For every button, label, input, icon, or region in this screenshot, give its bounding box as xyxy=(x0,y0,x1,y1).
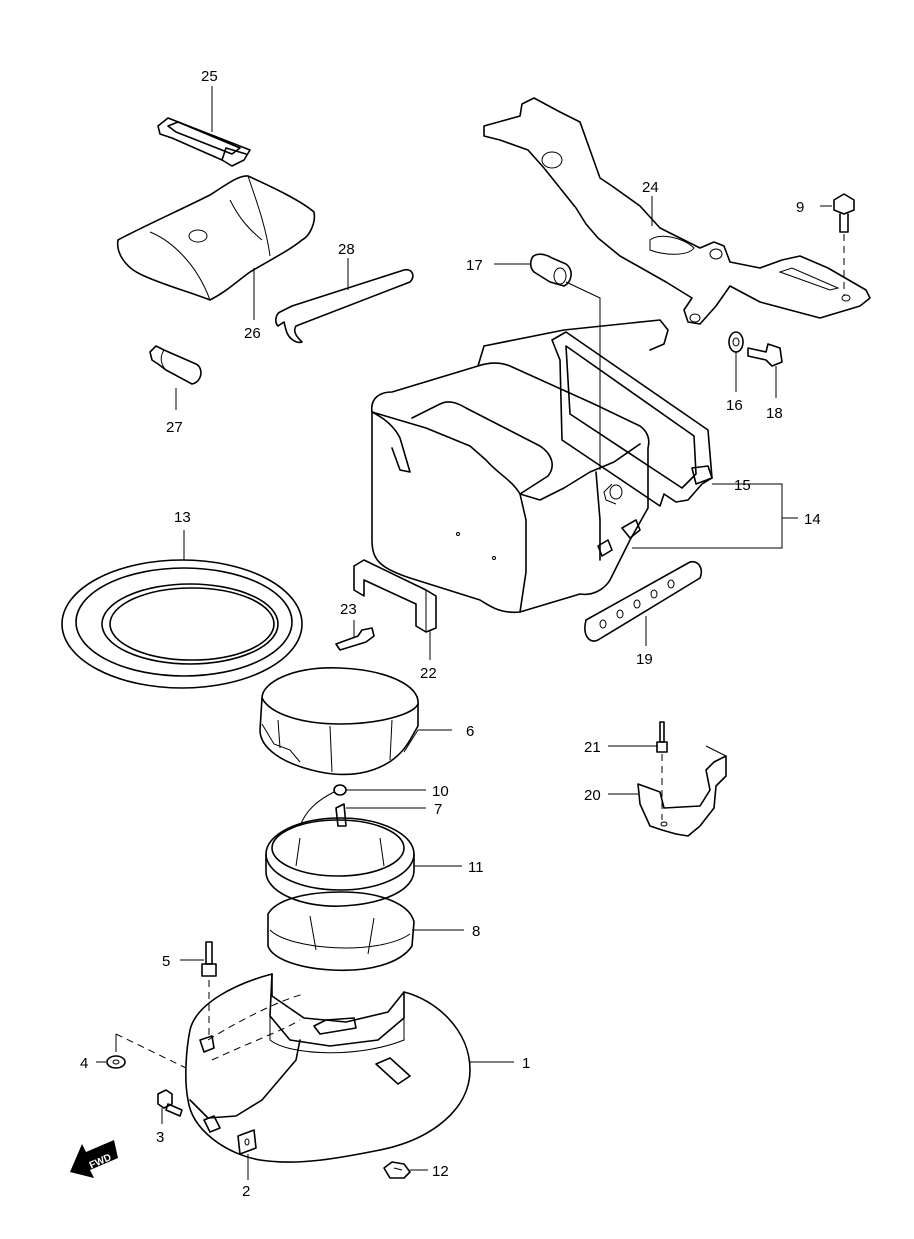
part-15-gasket xyxy=(551,331,713,507)
callout-17: 17 xyxy=(466,257,483,274)
callout-20: 20 xyxy=(584,787,601,804)
callout-4: 4 xyxy=(80,1055,88,1072)
part-28-wrench xyxy=(275,268,414,344)
part-1-base-housing xyxy=(185,973,471,1163)
part-24-bracket xyxy=(483,97,871,325)
part-8-adapter-ring xyxy=(267,891,415,972)
callout-7: 7 xyxy=(434,801,442,818)
callout-11: 11 xyxy=(468,859,484,876)
part-2-nut-plate xyxy=(237,1129,257,1155)
part-25-strap xyxy=(157,117,251,167)
part-7-screw xyxy=(335,803,347,827)
callout-24: 24 xyxy=(642,179,659,196)
callout-21: 21 xyxy=(584,739,601,756)
part-11-flange-ring xyxy=(265,817,415,907)
part-5-rivet xyxy=(201,941,217,1040)
part-13-seal-ring xyxy=(61,559,303,689)
callout-22: 22 xyxy=(420,665,437,682)
callout-2: 2 xyxy=(242,1183,250,1200)
callout-14: 14 xyxy=(804,511,821,528)
callout-18: 18 xyxy=(766,405,783,422)
part-12-nut xyxy=(383,1161,411,1179)
callout-6: 6 xyxy=(466,723,474,740)
fwd-arrow-marker: FWD xyxy=(70,1140,118,1178)
callout-16: 16 xyxy=(726,397,743,414)
part-4-washer xyxy=(106,1033,187,1069)
callout-25: 25 xyxy=(201,68,218,85)
callout-13: 13 xyxy=(174,509,191,526)
part-26-cover-bag xyxy=(116,175,316,301)
callout-1: 1 xyxy=(522,1055,530,1072)
callout-19: 19 xyxy=(636,651,653,668)
callout-26: 26 xyxy=(244,325,261,342)
part-3-screw xyxy=(157,1089,183,1117)
callout-27: 27 xyxy=(166,419,183,436)
part-17-collar xyxy=(529,253,601,470)
callout-28: 28 xyxy=(338,241,355,258)
part-19-strap-plate xyxy=(584,560,703,642)
callout-5: 5 xyxy=(162,953,170,970)
leader-lines xyxy=(96,86,832,1180)
callout-10: 10 xyxy=(432,783,449,800)
part-6-cap xyxy=(259,667,419,776)
callout-labels: 25 26 28 27 24 9 17 16 18 15 14 13 23 22… xyxy=(80,68,821,1200)
part-16-washer xyxy=(728,331,744,353)
callout-9: 9 xyxy=(796,199,804,216)
part-18-bolt xyxy=(747,343,783,367)
part-21-rivet xyxy=(656,721,668,820)
part-20-bracket xyxy=(637,745,727,837)
callout-8: 8 xyxy=(472,923,480,940)
callout-15: 15 xyxy=(734,477,751,494)
callout-3: 3 xyxy=(156,1129,164,1146)
part-27-plug xyxy=(149,345,202,385)
part-22-clip xyxy=(353,559,437,633)
callout-12: 12 xyxy=(432,1163,449,1180)
part-23-rivet xyxy=(335,627,375,651)
part-14-storage-box xyxy=(370,319,669,614)
part-9-bolt xyxy=(833,193,855,296)
callout-23: 23 xyxy=(340,601,357,618)
